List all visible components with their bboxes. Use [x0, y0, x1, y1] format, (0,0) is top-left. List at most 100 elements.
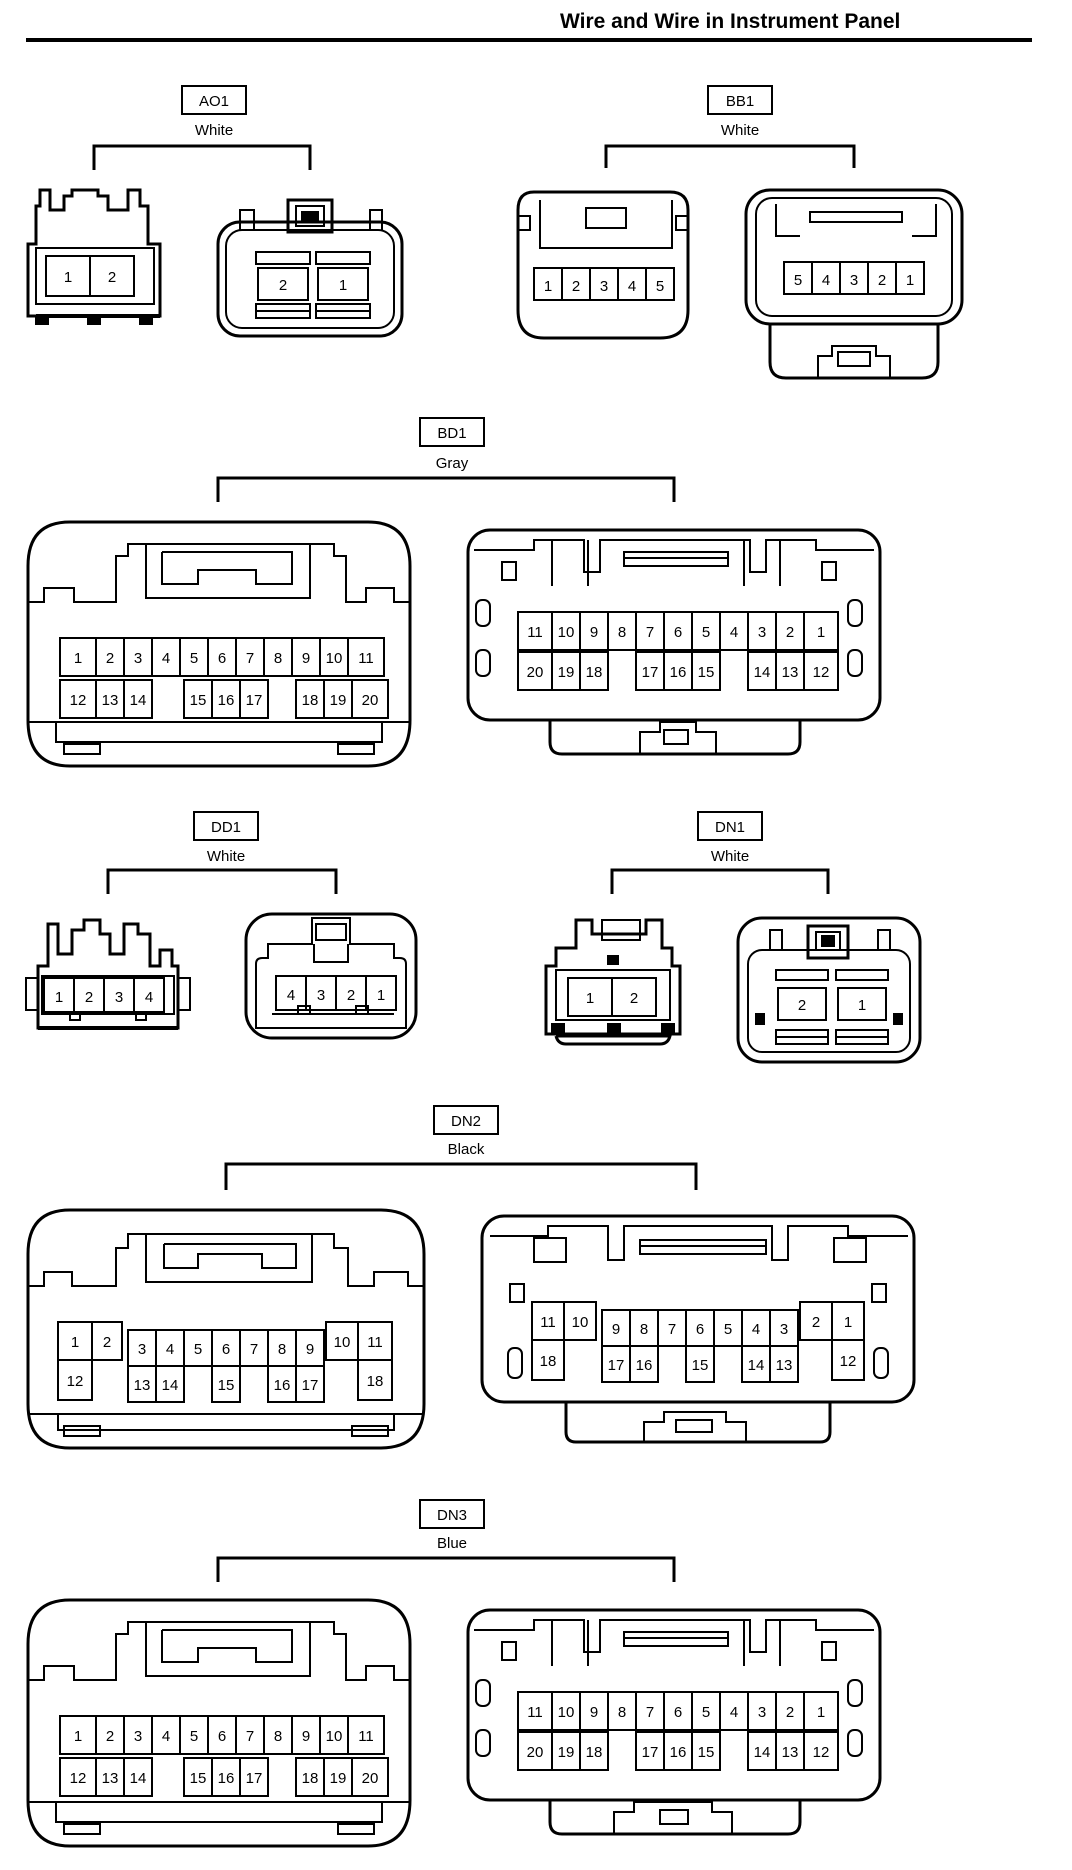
pin-label: 18 — [302, 1770, 319, 1787]
pin-label: 4 — [162, 1728, 170, 1745]
pin-label: 6 — [696, 1321, 704, 1338]
pin-cell — [803, 611, 839, 651]
pin-label: 19 — [558, 664, 575, 681]
pin-label: 11 — [367, 1334, 383, 1351]
pin-label: 6 — [674, 624, 682, 641]
pin-label: 3 — [134, 1728, 142, 1745]
pin-label: 12 — [813, 1744, 830, 1761]
pin-label: 13 — [102, 1770, 119, 1787]
pin-label: 4 — [145, 989, 153, 1006]
pin-cell — [563, 1301, 597, 1341]
pin-label: 5 — [702, 1704, 710, 1721]
pin-label: 18 — [367, 1373, 384, 1390]
pin-label: 7 — [646, 1704, 654, 1721]
pin-cell — [691, 651, 721, 691]
pin-label: 20 — [527, 1744, 544, 1761]
pin-label: 2 — [279, 277, 287, 294]
pin-label: 9 — [612, 1321, 620, 1338]
housing-right — [466, 528, 882, 756]
pin-label: 7 — [246, 650, 254, 667]
pin-label: 19 — [330, 692, 347, 709]
pin-label: 5 — [724, 1321, 732, 1338]
connector-code: BD1 — [437, 425, 466, 442]
pin-cell — [579, 1731, 609, 1771]
pin-label: 5 — [794, 272, 802, 289]
pin-label: 2 — [106, 650, 114, 667]
pin-label: 7 — [646, 624, 654, 641]
pin-cell — [211, 1365, 241, 1403]
pin-label: 10 — [326, 650, 343, 667]
pin-label: 9 — [306, 1341, 314, 1358]
connector-code-box — [181, 85, 247, 115]
pin-label: 10 — [334, 1334, 351, 1351]
connector-DN1: DN1 White 1 2 — [544, 811, 922, 1064]
pin-label: 1 — [586, 990, 594, 1007]
pin-label: 14 — [754, 1744, 771, 1761]
pin-label: 2 — [786, 624, 794, 641]
pin-label: 14 — [748, 1357, 765, 1374]
pin-label: 8 — [274, 1728, 282, 1745]
pin-label: 2 — [630, 990, 638, 1007]
connector-color: Black — [448, 1141, 485, 1158]
pin-label: 6 — [222, 1341, 230, 1358]
pin-label: 20 — [527, 664, 544, 681]
connector-color: Gray — [436, 455, 469, 472]
pin-cell — [347, 637, 385, 677]
pin-label: 14 — [130, 1770, 147, 1787]
pin-row-left: 1 2 3 4 5 — [533, 267, 675, 301]
pin-label: 2 — [786, 1704, 794, 1721]
pin-label: 9 — [302, 650, 310, 667]
pin-label: 16 — [218, 1770, 235, 1787]
pin-label: 10 — [558, 1704, 575, 1721]
pair-bracket — [604, 144, 856, 168]
housing-left — [26, 520, 412, 768]
pin-cell — [239, 679, 269, 719]
connector-color: White — [711, 848, 749, 865]
housing-right — [244, 912, 418, 1040]
pin-label: 5 — [194, 1341, 202, 1358]
pin-label: 2 — [106, 1728, 114, 1745]
pin-label: 8 — [640, 1321, 648, 1338]
pin-label: 4 — [730, 624, 738, 641]
pin-label: 1 — [71, 1334, 79, 1351]
pin-label: 11 — [358, 1728, 374, 1745]
connector-code: DN1 — [715, 819, 745, 836]
pin-cell — [295, 1365, 325, 1403]
pin-label: 17 — [642, 1744, 659, 1761]
pin-label: 8 — [618, 624, 626, 641]
connector-AO1: AO1 White 1 2 — [26, 85, 404, 338]
pin-label: 1 — [64, 269, 72, 286]
page-title: Wire and Wire in Instrument Panel — [560, 10, 901, 33]
pin-cell — [579, 651, 609, 691]
housing-right — [736, 916, 922, 1064]
pin-label: 18 — [586, 664, 603, 681]
pin-label: 10 — [558, 624, 575, 641]
pin-cell — [239, 1757, 269, 1797]
pin-label: 14 — [754, 664, 771, 681]
pin-row-right: 5 4 3 2 1 — [783, 261, 925, 295]
pin-label: 5 — [190, 1728, 198, 1745]
pin-label: 5 — [656, 278, 664, 295]
connector-code: DN3 — [437, 1507, 467, 1524]
pin-cell — [91, 1321, 123, 1361]
pin-cell — [57, 1359, 93, 1401]
title-rule — [26, 38, 1032, 42]
pin-label: 12 — [840, 1353, 857, 1370]
pin-label: 3 — [780, 1321, 788, 1338]
pin-label: 11 — [527, 624, 543, 641]
pin-label: 4 — [752, 1321, 760, 1338]
pin-row-right: 2 1 — [777, 987, 887, 1021]
connector-code: DN2 — [451, 1113, 481, 1130]
pin-label: 18 — [540, 1353, 557, 1370]
pin-cell — [629, 1345, 659, 1383]
connector-color: White — [207, 848, 245, 865]
pin-label: 18 — [586, 1744, 603, 1761]
pin-cell — [347, 1715, 385, 1755]
pin-cell — [803, 651, 839, 691]
connector-code-box — [707, 85, 773, 115]
pin-label: 12 — [70, 1770, 87, 1787]
